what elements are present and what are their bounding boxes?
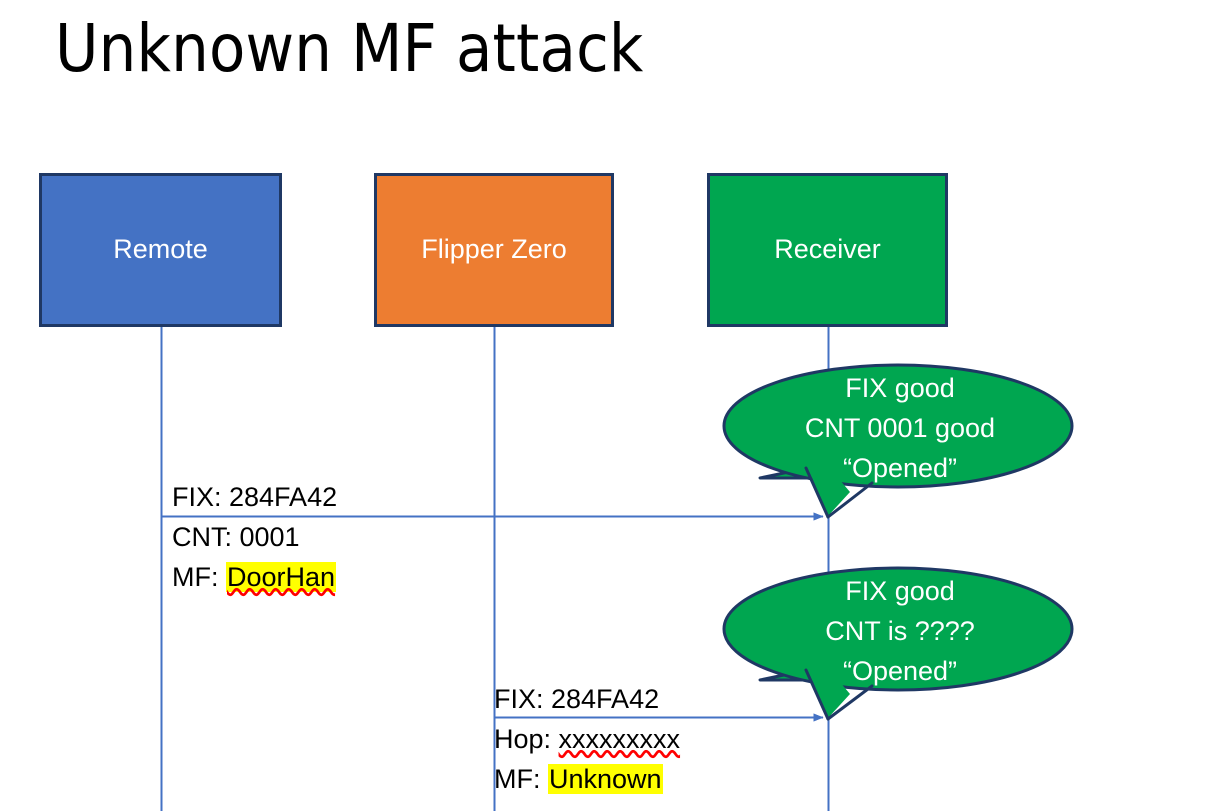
callout-1-line-3: “Opened” — [842, 453, 958, 483]
message-2-hop-label: Hop: — [494, 724, 559, 754]
message-2-fix-line: FIX: 284FA42 — [494, 684, 660, 714]
message-2-mf-line: MF: Unknown — [494, 759, 680, 799]
message-1-mf-value: DoorHan — [226, 562, 337, 592]
actor-box-remote[interactable]: Remote — [39, 173, 282, 327]
callout-1-text: FIX good CNT 0001 good “Opened” — [728, 368, 1072, 488]
callout-2-line-3: “Opened” — [842, 656, 958, 686]
message-1-mf-line: MF: DoorHan — [172, 557, 337, 597]
message-label-remote-to-receiver: FIX: 284FA42 CNT: 0001 MF: DoorHan — [172, 477, 337, 597]
callout-bubble-1 — [722, 363, 1074, 519]
callout-2-line-1: FIX good — [845, 576, 955, 606]
callout-bubble-2 — [722, 566, 1074, 721]
page-title: Unknown MF attack — [55, 10, 644, 87]
actor-box-receiver[interactable]: Receiver — [707, 173, 948, 327]
actor-box-flipper[interactable]: Flipper Zero — [374, 173, 614, 327]
message-1-fix-line: FIX: 284FA42 — [172, 482, 338, 512]
callout-1-line-1: FIX good — [845, 373, 955, 403]
message-1-cnt-line: CNT: 0001 — [172, 522, 300, 552]
message-2-hop-value: xxxxxxxxx — [558, 724, 681, 754]
message-label-flipper-to-receiver: FIX: 284FA42 Hop: xxxxxxxxx MF: Unknown — [494, 679, 680, 799]
callout-1-line-2: CNT 0001 good — [804, 413, 996, 443]
actor-label-receiver: Receiver — [774, 234, 881, 265]
message-2-hop-line: Hop: xxxxxxxxx — [494, 719, 680, 759]
callout-2-line-2: CNT is ???? — [825, 616, 975, 646]
actor-label-flipper: Flipper Zero — [421, 234, 567, 265]
actor-label-remote: Remote — [113, 234, 208, 265]
message-2-mf-value: Unknown — [548, 764, 663, 794]
callout-2-text: FIX good CNT is ???? “Opened” — [728, 571, 1072, 691]
message-2-mf-label: MF: — [494, 764, 548, 794]
message-1-mf-label: MF: — [172, 562, 226, 592]
